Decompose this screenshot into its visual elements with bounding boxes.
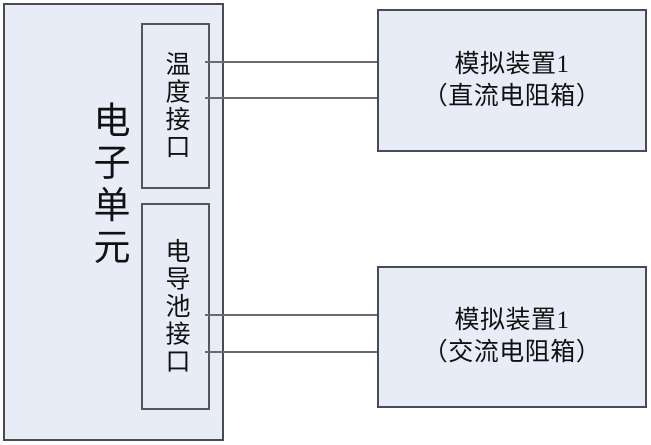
temperature-interface-label-wrap: 温度接口: [143, 25, 208, 187]
ac-resistance-device-text: 模拟装置1 （交流电阻箱）: [423, 305, 602, 369]
conductivity-cell-interface-label-wrap: 电导池接口: [143, 205, 208, 408]
dc-resistance-device-box: 模拟装置1 （直流电阻箱）: [377, 9, 647, 152]
connector-line-temperature-1: [205, 61, 395, 63]
dc-resistance-device-line2: （直流电阻箱）: [422, 82, 602, 110]
ac-resistance-device-box: 模拟装置1 （交流电阻箱）: [377, 266, 647, 408]
connector-line-temperature-2: [205, 97, 395, 99]
connector-line-conductivity-2: [205, 351, 395, 353]
ac-resistance-device-line1: 模拟装置1: [454, 307, 570, 334]
connector-line-conductivity-1: [205, 314, 395, 316]
electronic-unit-box: 电子单元 温度接口 电导池接口: [3, 3, 224, 441]
temperature-interface-label: 温度接口: [162, 51, 189, 161]
conductivity-cell-interface-label: 电导池接口: [162, 237, 189, 376]
conductivity-cell-interface-box: 电导池接口: [141, 203, 210, 410]
dc-resistance-device-line1: 模拟装置1: [454, 50, 570, 78]
ac-resistance-device-line2: （交流电阻箱）: [422, 339, 602, 366]
dc-resistance-device-text: 模拟装置1 （直流电阻箱）: [423, 49, 602, 113]
temperature-interface-box: 温度接口: [141, 23, 210, 189]
electronic-unit-label: 电子单元: [87, 101, 128, 270]
